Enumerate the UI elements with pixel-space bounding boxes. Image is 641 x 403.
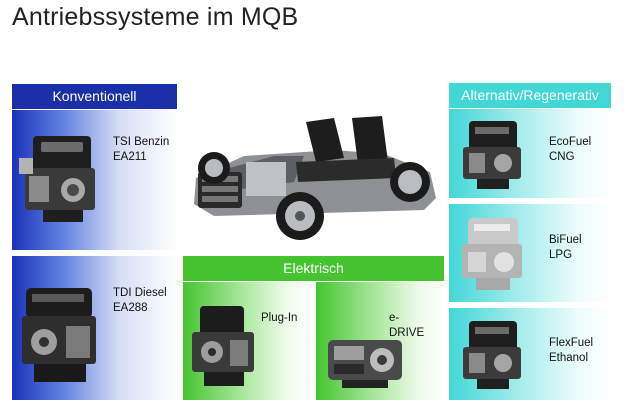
label-tdi: TDI Diesel EA288	[113, 287, 167, 314]
engine-flexfuel-image	[463, 321, 521, 389]
label-ecofuel: EcoFuel CNG	[549, 136, 592, 163]
header-alternative: Alternativ/Regenerativ	[449, 83, 611, 108]
engine-tsi-image	[19, 136, 95, 222]
header-electric: Elektrisch	[183, 256, 444, 281]
label-bifuel: BiFuel LPG	[549, 234, 582, 261]
page-title: Antriebssysteme im MQB	[12, 3, 299, 31]
label-tsi: TSI Benzin EA211	[113, 136, 170, 163]
engine-bifuel-image	[462, 218, 522, 290]
label-flexfuel: FlexFuel Ethanol	[549, 337, 594, 364]
chassis-mqb-image	[194, 116, 436, 240]
header-conventional: Konventionell	[12, 84, 177, 109]
label-plugin: Plug-In	[261, 312, 298, 324]
engine-edrive-image	[328, 340, 402, 388]
engine-ecofuel-image	[463, 121, 521, 189]
label-edrive: e- DRIVE	[389, 312, 425, 339]
engine-tdi-image	[22, 288, 96, 382]
engine-plugin-image	[192, 306, 254, 386]
